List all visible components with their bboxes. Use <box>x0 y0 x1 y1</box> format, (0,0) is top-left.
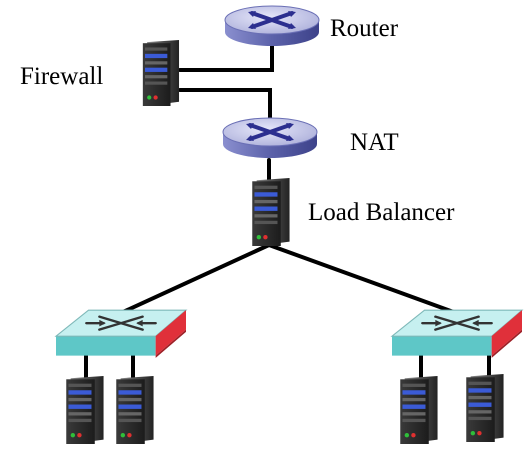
load-balancer-label: Load Balancer <box>308 199 455 226</box>
link-router-firewall <box>178 43 274 72</box>
server-icon <box>66 376 104 444</box>
server-icon <box>400 376 438 444</box>
switch-right-icon <box>390 308 524 360</box>
router-icon <box>223 4 321 48</box>
link-lb-switch-right <box>267 243 472 320</box>
server-icon <box>466 374 504 442</box>
firewall-label: Firewall <box>20 63 104 90</box>
link-firewall-nat <box>178 88 272 120</box>
switch-left-icon <box>54 308 188 360</box>
nat-router-icon <box>221 116 319 160</box>
server-icon <box>116 376 154 444</box>
nat-label: NAT <box>350 129 399 156</box>
router-label: Router <box>330 15 399 42</box>
link-lb-switch-left <box>108 243 271 320</box>
load-balancer-server-icon <box>252 178 290 246</box>
network-links <box>84 43 491 380</box>
firewall-server-icon <box>142 40 180 106</box>
